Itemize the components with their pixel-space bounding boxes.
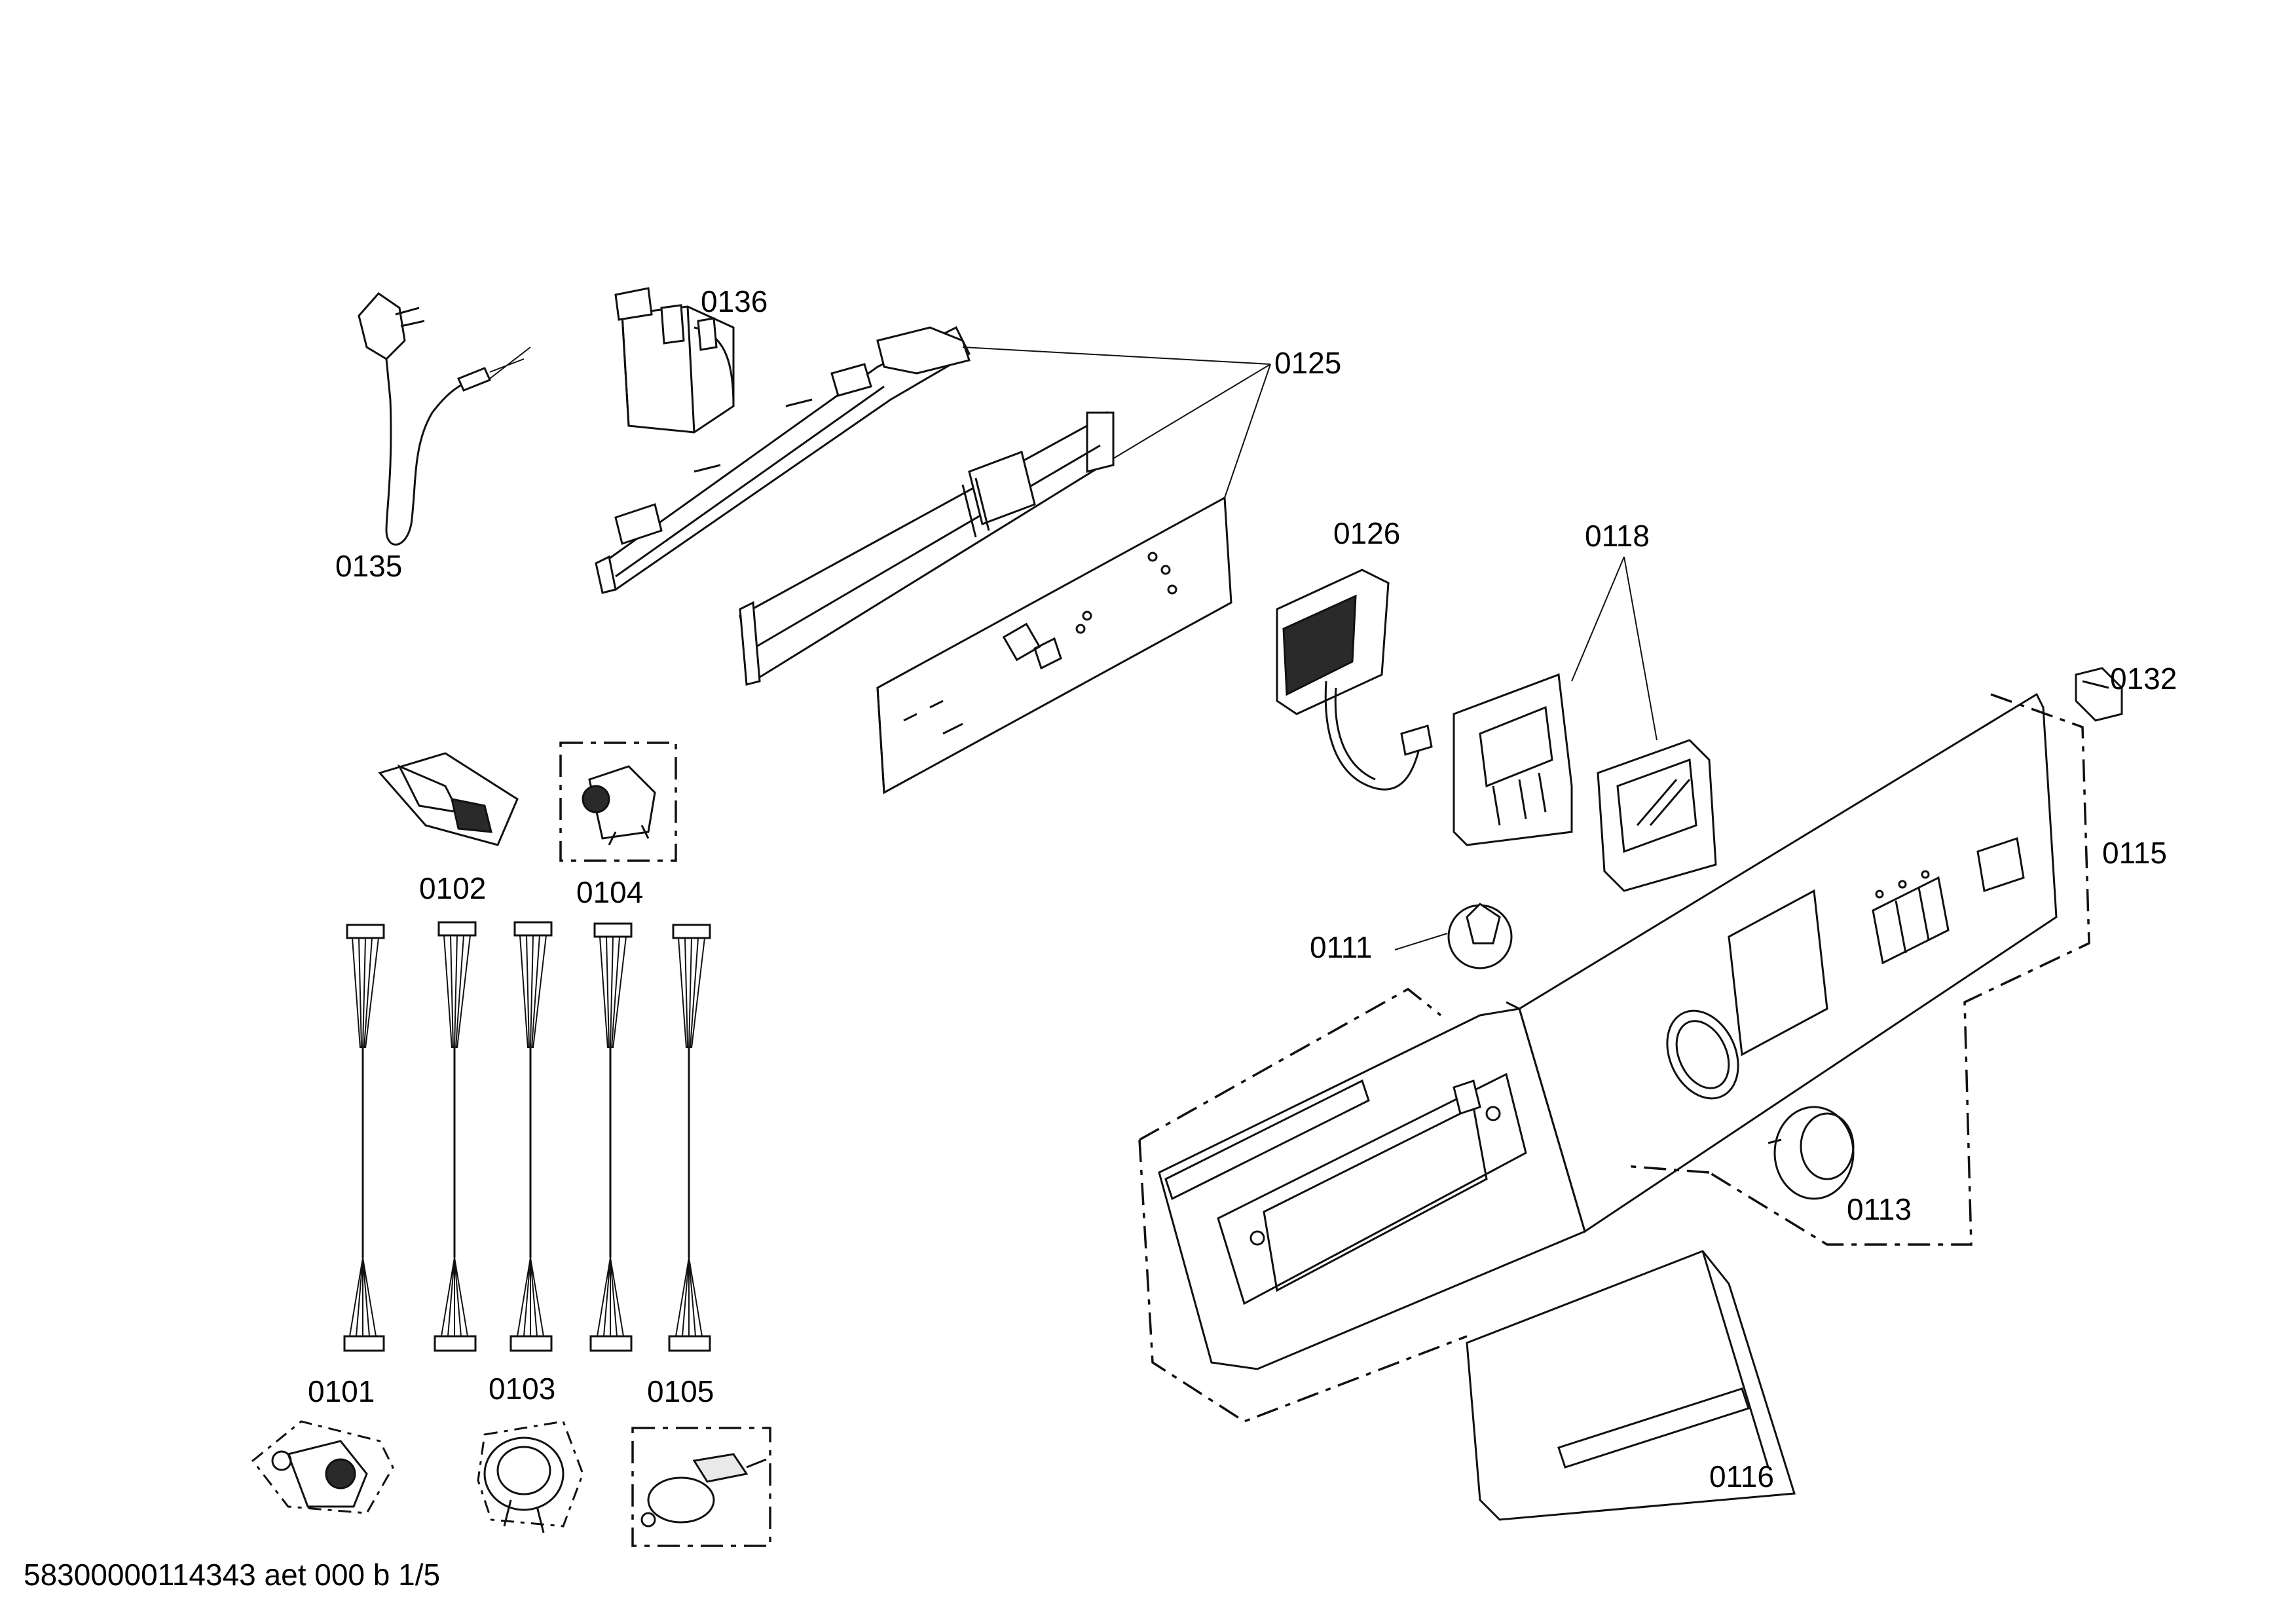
part-0118-display-frame — [1453, 673, 1573, 846]
part-0104-valve — [559, 741, 677, 862]
label-0118: 0118 — [1585, 519, 1650, 553]
part-0132-clip — [2075, 667, 2123, 722]
part-0126-display-module — [1276, 569, 1433, 791]
part-0135-mains-cable — [358, 292, 531, 546]
label-0105: 0105 — [647, 1374, 714, 1408]
harness-2 — [434, 921, 477, 1352]
harness-1 — [343, 924, 385, 1352]
assembly-outline — [1138, 693, 2090, 1423]
part-0102-sensor — [378, 752, 519, 846]
label-0102: 0102 — [419, 871, 486, 905]
part-0116-drawer-front — [1466, 1250, 1796, 1521]
part-0125-frame — [739, 411, 1115, 686]
label-0125: 0125 — [1274, 346, 1341, 380]
part-0115-control-panel — [1506, 692, 2058, 1233]
label-0132: 0132 — [2110, 662, 2177, 696]
part-0113-knob — [1768, 1106, 1855, 1200]
label-0115: 0115 — [2102, 836, 2167, 870]
label-0111: 0111 — [1310, 930, 1373, 964]
part-0136-filter — [614, 287, 735, 434]
part-0118-display-window — [1597, 739, 1717, 892]
label-0136: 0136 — [701, 284, 768, 318]
label-0101: 0101 — [308, 1374, 375, 1408]
label-0104: 0104 — [576, 875, 643, 909]
part-0105-sensor — [631, 1427, 771, 1547]
leader-lines — [962, 347, 1657, 950]
label-0113: 0113 — [1847, 1192, 1912, 1226]
part-0111-button — [1447, 903, 1513, 969]
document-id: 58300000114343 aet 000 b 1/5 — [24, 1558, 440, 1592]
part-dispenser-surround — [1158, 1007, 1586, 1370]
label-0103: 0103 — [489, 1372, 555, 1406]
part-0125-cable-duct — [595, 326, 971, 594]
label-0126: 0126 — [1333, 516, 1400, 550]
part-0101-valve — [251, 1420, 394, 1514]
part-0125-pcb — [876, 496, 1232, 795]
label-0135: 0135 — [335, 549, 402, 583]
harness-5 — [668, 924, 711, 1352]
callout-labels: 0135 0136 0125 0126 0118 0132 0115 0111 … — [308, 284, 2177, 1493]
label-0116: 0116 — [1709, 1459, 1774, 1493]
part-wiring-harnesses — [343, 921, 711, 1352]
harness-4 — [589, 922, 633, 1352]
part-0103-pressure-switch — [477, 1420, 584, 1533]
harness-3 — [509, 921, 553, 1352]
